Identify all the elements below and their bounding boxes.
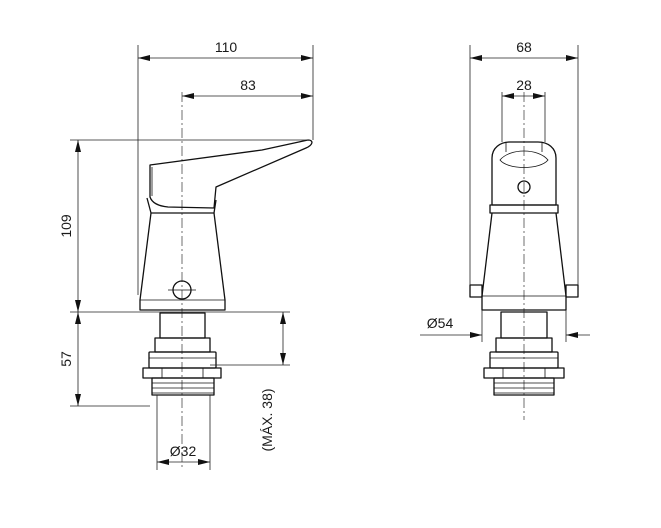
dim-28-label: 28 xyxy=(516,77,532,93)
side-view: 110 83 109 57 (MÁX. 38) Ø32 xyxy=(58,39,314,470)
side-lever-handle xyxy=(149,139,313,209)
dim-83-arrow-left xyxy=(182,93,194,99)
dim-83-label: 83 xyxy=(240,77,256,93)
front-body xyxy=(481,212,567,311)
side-shank-collar xyxy=(154,337,211,353)
dim-d32-label: Ø32 xyxy=(170,443,197,459)
dim-28-arrow-left xyxy=(502,93,514,99)
dim-28-arrow-right xyxy=(533,93,545,99)
front-view: 68 28 Ø54 xyxy=(420,39,590,420)
front-handle-inner xyxy=(505,142,543,152)
front-peg-right xyxy=(565,284,579,298)
front-cap xyxy=(489,204,559,214)
dim-max38-arrow-bottom xyxy=(280,353,286,365)
dim-109-label: 109 xyxy=(58,214,74,238)
dim-109-arrow-bottom xyxy=(75,300,81,312)
dim-57-label: 57 xyxy=(58,351,74,367)
dim-68-arrow-left xyxy=(470,55,482,61)
side-body xyxy=(139,212,226,311)
dim-max38-label: (MÁX. 38) xyxy=(259,388,275,451)
dim-83-arrow-right xyxy=(301,93,313,99)
dim-max38-arrow-top xyxy=(280,312,286,324)
front-handle xyxy=(491,141,557,206)
front-peg-left xyxy=(469,284,483,298)
dim-110-arrow-right xyxy=(301,55,313,61)
side-cap xyxy=(146,197,217,214)
dim-57-arrow-bottom xyxy=(75,394,81,406)
side-thread xyxy=(151,377,215,396)
dim-57-arrow-top xyxy=(75,312,81,324)
dim-109-arrow-top xyxy=(75,140,81,152)
dim-68-label: 68 xyxy=(516,39,532,55)
front-handle-hole xyxy=(517,180,531,194)
dim-110-label: 110 xyxy=(215,39,238,55)
dim-110-arrow-left xyxy=(138,55,150,61)
front-thread xyxy=(493,377,555,396)
dim-68-arrow-right xyxy=(566,55,578,61)
dim-d32-arrow-right xyxy=(198,459,210,465)
side-shank-upper xyxy=(159,312,206,339)
dim-d32-arrow-left xyxy=(157,459,169,465)
dim-d54-label: Ø54 xyxy=(427,315,454,331)
front-handle-recess xyxy=(499,150,549,168)
side-flange xyxy=(148,351,217,369)
dim-d54-arrow-left xyxy=(470,332,482,338)
dim-d54-arrow-right xyxy=(566,332,578,338)
